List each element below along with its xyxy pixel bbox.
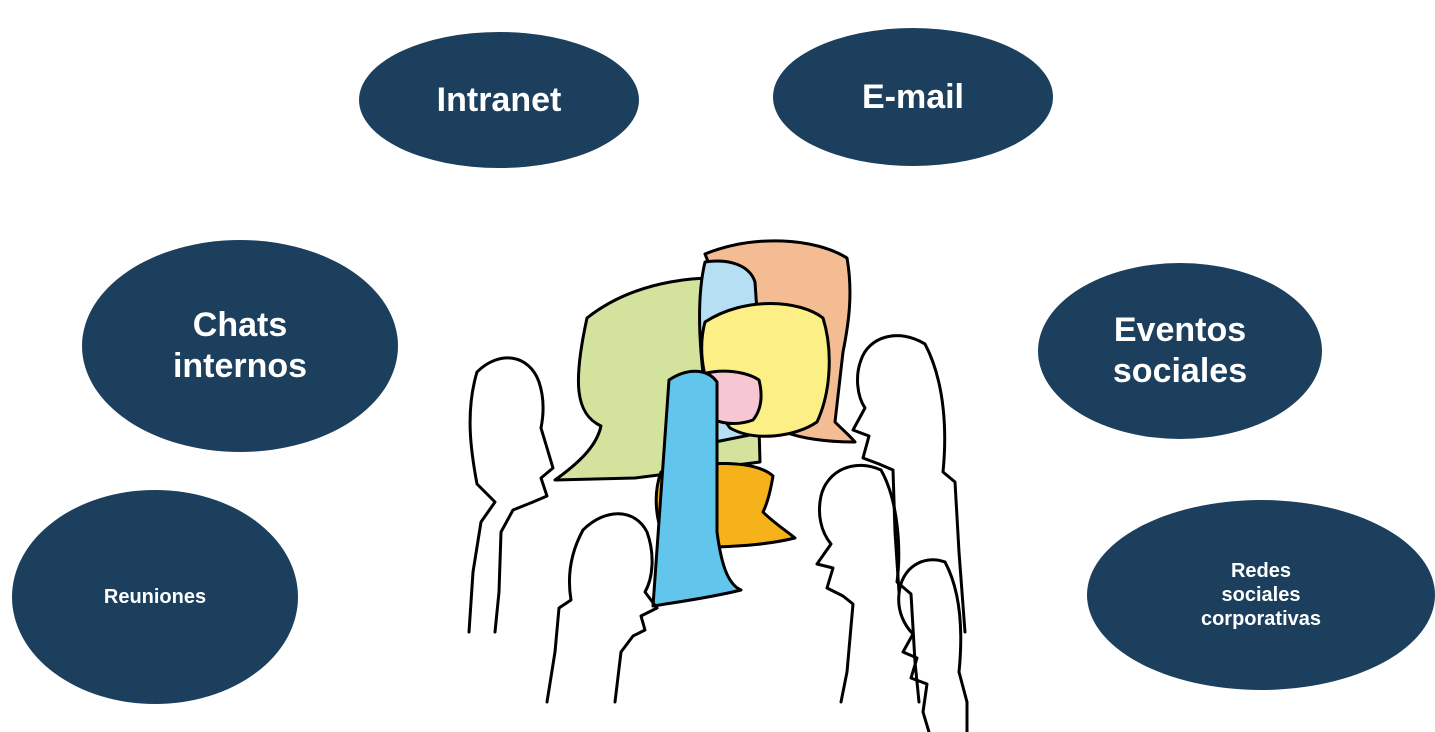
person-left-front bbox=[545, 512, 659, 704]
redes-sociales-corporativas-bubble: Redes sociales corporativas bbox=[1087, 500, 1435, 690]
person-right-front bbox=[897, 558, 969, 732]
email-label: E-mail bbox=[861, 77, 965, 116]
redes-sociales-corporativas-label: Redes sociales corporativas bbox=[1200, 560, 1322, 630]
reuniones-label: Reuniones bbox=[103, 586, 207, 608]
chats-internos-bubble: Chats internos bbox=[82, 240, 398, 452]
eventos-sociales-label: Eventos sociales bbox=[1112, 311, 1248, 390]
person-right-middle bbox=[815, 463, 921, 704]
intranet-label: Intranet bbox=[436, 80, 562, 119]
people-talking-illustration bbox=[467, 239, 969, 732]
chats-internos-label: Chats internos bbox=[172, 306, 308, 385]
eventos-sociales-bubble: Eventos sociales bbox=[1038, 263, 1322, 439]
person-right-back bbox=[851, 334, 967, 634]
email-bubble: E-mail bbox=[773, 28, 1053, 166]
speech-blue bbox=[651, 369, 743, 608]
person-left-back bbox=[467, 356, 555, 634]
intranet-bubble: Intranet bbox=[359, 32, 639, 168]
reuniones-bubble: Reuniones bbox=[12, 490, 298, 704]
